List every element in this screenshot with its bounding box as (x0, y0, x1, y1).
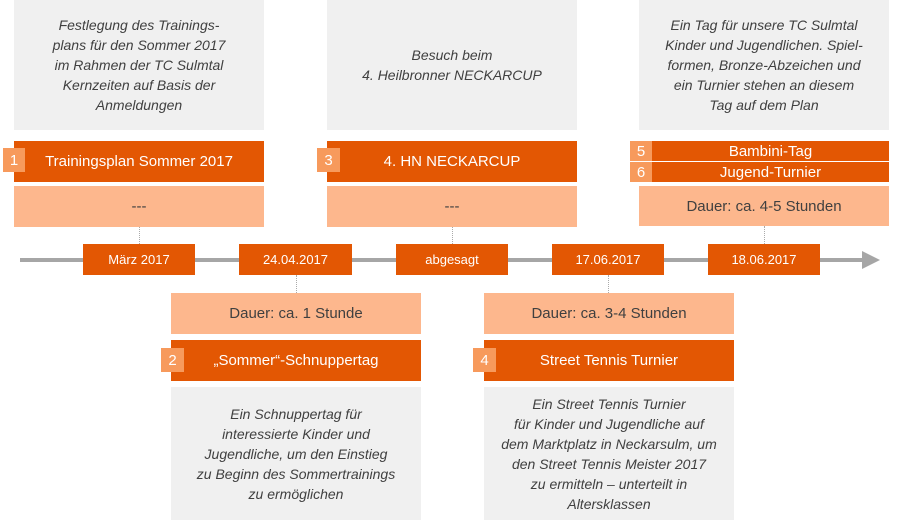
event-info: Dauer: ca. 3-4 Stunden (484, 293, 734, 334)
connector (452, 227, 453, 244)
arrow-head-icon (862, 251, 880, 269)
event-number-badge: 3 (317, 148, 340, 172)
event-info: --- (14, 186, 264, 227)
event-description: Ein Street Tennis Turnier für Kinder und… (484, 387, 734, 520)
event-info: --- (327, 186, 577, 227)
connector (608, 275, 609, 293)
event-description: Ein Tag für unsere TC Sulmtal Kinder und… (639, 0, 889, 130)
event-title: 4. HN NECKARCUP (327, 141, 577, 182)
event-info: Dauer: ca. 4-5 Stunden (639, 186, 889, 226)
event-description: Festlegung des Trainings- plans für den … (14, 0, 264, 130)
connector (764, 226, 765, 244)
event-title: Bambini-Tag (652, 141, 889, 161)
date-box: abgesagt (396, 244, 508, 275)
event-info: Dauer: ca. 1 Stunde (171, 293, 421, 334)
event-title: „Sommer“-Schnuppertag (171, 340, 421, 381)
event-title: Street Tennis Turnier (484, 340, 734, 381)
event-description: Ein Schnuppertag für interessierte Kinde… (171, 387, 421, 520)
event-title: Jugend-Turnier (652, 162, 889, 182)
event-description: Besuch beim 4. Heilbronner NECKARCUP (327, 0, 577, 130)
event-number-badge: 1 (3, 148, 25, 172)
date-box: 17.06.2017 (552, 244, 664, 275)
date-box: März 2017 (83, 244, 195, 275)
event-number-badge: 6 (630, 162, 652, 182)
event-number-badge: 2 (161, 348, 184, 372)
connector (139, 227, 140, 244)
event-number-badge: 4 (473, 348, 496, 372)
event-number-badge: 5 (630, 141, 652, 161)
connector (296, 275, 297, 293)
date-box: 24.04.2017 (239, 244, 352, 275)
date-box: 18.06.2017 (708, 244, 820, 275)
event-title: Trainingsplan Sommer 2017 (14, 141, 264, 182)
